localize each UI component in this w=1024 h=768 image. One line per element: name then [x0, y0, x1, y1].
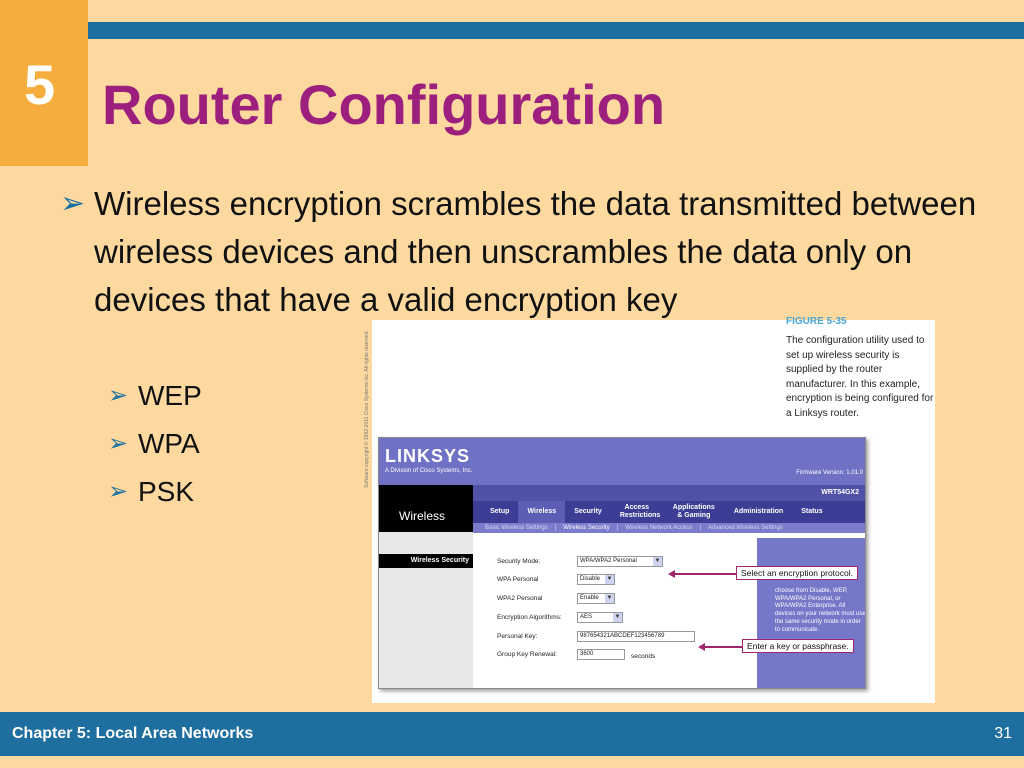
router-figure: FIGURE 5-35 The configuration utility us… [364, 316, 935, 703]
nav-access-restrictions[interactable]: Access Restrictions [619, 504, 661, 519]
nav-setup[interactable]: Setup [490, 508, 510, 515]
subnav-basic[interactable]: Basic Wireless Settings [485, 525, 548, 531]
footer-bar: Chapter 5: Local Area Networks 31 [0, 712, 1024, 756]
help-text: choose from Disable, WEP, WPA/WPA2 Perso… [775, 588, 866, 633]
chevron-down-icon: ▼ [613, 613, 622, 622]
sidebar-item-wireless-security[interactable]: Wireless Security [379, 554, 473, 568]
callout-key: Enter a key or passphrase. [742, 639, 854, 653]
sub-bullet: ➢ WEP [108, 378, 202, 414]
encryption-select[interactable]: AES ▼ [577, 612, 623, 623]
arrow-bullet-icon: ➢ [108, 478, 129, 505]
arrow-bullet-icon: ➢ [60, 187, 86, 220]
slide-title: Router Configuration [102, 73, 666, 136]
chapter-box: 5 [0, 0, 88, 166]
sub-bullet-text: WEP [138, 380, 202, 411]
section-header-block [379, 485, 473, 532]
nav-status[interactable]: Status [801, 508, 823, 515]
wpa2-personal-select[interactable]: Enable ▼ [577, 593, 615, 604]
callout-arrow-icon [698, 643, 705, 651]
router-config-screenshot: LINKSYS A Division of Cisco Systems, Inc… [378, 437, 866, 689]
sub-bullet: ➢ WPA [108, 426, 200, 462]
group-key-input[interactable]: 3600 [577, 649, 625, 660]
security-form: Security Mode: WPA/WPA2 Personal ▼ WPA P… [479, 538, 755, 683]
nav-applications-gaming[interactable]: Applications & Gaming [672, 504, 715, 519]
chevron-down-icon: ▼ [605, 594, 614, 603]
section-title: Wireless [399, 509, 446, 523]
wpa-personal-label: WPA Personal [497, 576, 539, 583]
callout-line [704, 646, 742, 648]
subnav-wireless-security[interactable]: Wireless Security [563, 525, 610, 531]
wpa2-personal-label: WPA2 Personal [497, 595, 543, 602]
chapter-number: 5 [24, 53, 56, 116]
linksys-logo: LINKSYS [385, 446, 471, 466]
group-key-unit: seconds [631, 653, 656, 660]
sub-bullet-text: PSK [138, 476, 195, 507]
division-text: A Division of Cisco Systems, Inc. [385, 468, 473, 474]
arrow-bullet-icon: ➢ [108, 382, 129, 409]
model-name: WRT54GX2 [821, 489, 859, 496]
copyright-text: Software copyright © 1992-2011 Cisco Sys… [364, 330, 370, 488]
figure-caption: The configuration utility used to set up… [786, 335, 934, 419]
nav-wireless[interactable]: Wireless [518, 501, 566, 523]
router-header [379, 438, 865, 485]
model-band [379, 485, 865, 501]
main-bullet-text: Wireless encryption scrambles the data t… [94, 185, 977, 318]
subnav-separator: | [699, 525, 702, 531]
arrow-bullet-icon: ➢ [108, 430, 129, 457]
router-subnav: Basic Wireless Settings | Wireless Secur… [473, 523, 865, 533]
callout-protocol: Select an encryption protocol. [736, 566, 858, 580]
help-panel [757, 538, 865, 688]
wpa-personal-select[interactable]: Disable ▼ [577, 574, 615, 585]
encryption-label: Encryption Algorithms: [497, 614, 562, 621]
security-mode-label: Security Mode: [497, 558, 541, 565]
page-number: 31 [994, 725, 1012, 742]
subnav-advanced[interactable]: Advanced Wireless Settings [708, 525, 783, 531]
main-bullet: ➢ Wireless encryption scrambles the data… [60, 180, 1010, 324]
personal-key-input[interactable]: 987654321ABCDEF123456789 [577, 631, 695, 642]
group-key-label: Group Key Renewal: [497, 651, 557, 658]
chevron-down-icon: ▼ [605, 575, 614, 584]
sub-bullet-text: WPA [138, 428, 200, 459]
security-mode-select[interactable]: WPA/WPA2 Personal ▼ [577, 556, 663, 567]
top-accent-bar [88, 22, 1024, 39]
subnav-network-access[interactable]: Wireless Network Access [625, 525, 693, 531]
chevron-down-icon: ▼ [653, 557, 662, 566]
firmware-version: Firmware Version: 1.01.0 [796, 470, 863, 476]
callout-line [674, 573, 736, 575]
nav-security[interactable]: Security [574, 508, 602, 515]
sub-bullet: ➢ PSK [108, 474, 194, 510]
subnav-separator: | [616, 525, 619, 531]
subnav-separator: | [554, 525, 557, 531]
router-nav: Setup Wireless Security Access Restricti… [473, 501, 865, 523]
figure-label: FIGURE 5-35 [786, 316, 847, 327]
footer-chapter: Chapter 5: Local Area Networks [12, 725, 254, 742]
callout-arrow-icon [668, 570, 675, 578]
nav-administration[interactable]: Administration [733, 508, 784, 515]
personal-key-label: Personal Key: [497, 633, 538, 640]
